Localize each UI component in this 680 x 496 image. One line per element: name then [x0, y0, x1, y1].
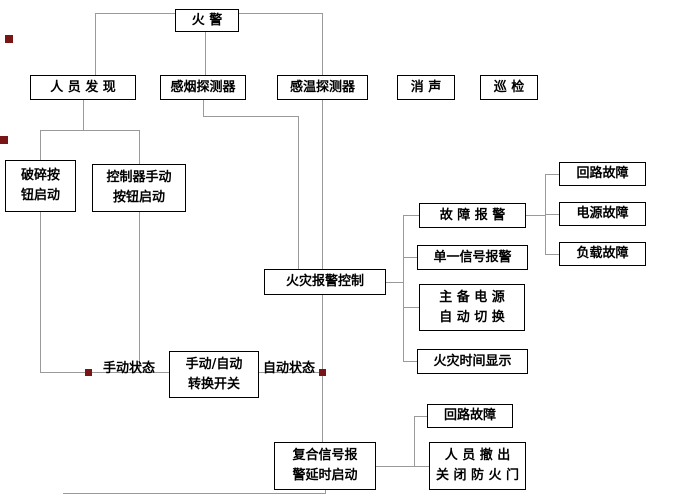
manual-auto-switch-box[interactable]: 手动/自动转换开关 [169, 351, 259, 398]
fault-alarm-box[interactable]: 故 障 报 警 [419, 203, 526, 228]
controller-manual-start-label: 控制器手动 [106, 170, 172, 185]
connector-line [325, 490, 326, 494]
personnel-discovery-box[interactable]: 人 员 发 现 [30, 75, 136, 100]
main-backup-power-switch-box[interactable]: 主 备 电 源自 动 切 换 [419, 284, 525, 331]
connector-line [40, 372, 169, 373]
power-fault-box[interactable]: 电源故障 [559, 202, 646, 226]
smoke-detector-label: 感烟探测器 [170, 79, 236, 95]
fire-alarm-box[interactable]: 火 警 [175, 9, 239, 32]
connector-line [40, 130, 139, 131]
single-signal-alarm-box[interactable]: 单一信号报警 [417, 245, 528, 270]
mute-box[interactable]: 消 声 [397, 75, 455, 100]
connector-line [203, 100, 204, 116]
composite-delayed-start-label: 复合信号报 [292, 448, 358, 463]
connector-node [319, 369, 326, 376]
main-backup-power-switch-label: 自 动 切 换 [439, 309, 505, 325]
fire-alarm-label: 火 警 [191, 12, 223, 28]
power-fault-label: 电源故障 [576, 206, 629, 221]
personnel-evacuate-label: 关 闭 防 火 门 [435, 468, 520, 483]
connector-line [322, 13, 323, 75]
connector-line [403, 215, 404, 361]
break-button-start-box[interactable]: 破碎按钮启动 [5, 160, 76, 212]
connector-line [322, 100, 323, 269]
connector-line [95, 13, 96, 75]
load-fault-box[interactable]: 负载故障 [559, 242, 646, 266]
connector-line [205, 32, 206, 75]
connector-node [5, 35, 13, 43]
connector-line [203, 116, 298, 117]
personnel-evacuate-box[interactable]: 人 员 撤 出关 闭 防 火 门 [429, 442, 526, 490]
connector-line [298, 116, 299, 269]
connector-line [376, 466, 414, 467]
connector-line [545, 214, 559, 215]
connector-line [259, 372, 322, 373]
heat-detector-label: 感温探测器 [289, 79, 355, 95]
connector-line [139, 130, 140, 164]
connector-line [40, 212, 41, 372]
patrol-inspection-box[interactable]: 巡 检 [480, 75, 538, 100]
connector-line [83, 100, 84, 130]
fire-alarm-control-label: 火灾报警控制 [285, 274, 364, 289]
connector-node [85, 369, 92, 376]
load-fault-label: 负载故障 [576, 246, 629, 261]
connector-line [63, 493, 325, 494]
connector-line [403, 307, 419, 308]
fire-alarm-control-box[interactable]: 火灾报警控制 [264, 269, 386, 295]
personnel-evacuate-label: 人 员 撤 出 [444, 448, 511, 463]
connector-line [386, 282, 403, 283]
connector-line [403, 361, 417, 362]
fault-alarm-label: 故 障 报 警 [439, 207, 506, 223]
smoke-detector-box[interactable]: 感烟探测器 [160, 75, 246, 100]
connector-line [95, 13, 175, 14]
break-button-start-label: 钮启动 [20, 188, 60, 203]
composite-delayed-start-label: 警延时启动 [292, 468, 358, 483]
single-signal-alarm-label: 单一信号报警 [433, 249, 512, 265]
manual-auto-switch-label: 转换开关 [187, 376, 240, 392]
connector-line [239, 13, 322, 14]
connector-line [545, 174, 559, 175]
main-backup-power-switch-label: 主 备 电 源 [439, 289, 505, 305]
connector-line [414, 416, 427, 417]
loop-fault-bottom-label: 回路故障 [443, 408, 496, 423]
fire-time-display-label: 火灾时间显示 [433, 353, 512, 369]
controller-manual-start-label: 按钮启动 [112, 190, 165, 205]
connector-node [0, 136, 8, 144]
composite-delayed-start-box[interactable]: 复合信号报警延时启动 [274, 442, 376, 490]
loop-fault-bottom-box[interactable]: 回路故障 [427, 404, 513, 428]
fire-time-display-box[interactable]: 火灾时间显示 [417, 349, 528, 374]
heat-detector-box[interactable]: 感温探测器 [277, 75, 368, 100]
controller-manual-start-box[interactable]: 控制器手动按钮启动 [92, 164, 186, 212]
manual-auto-switch-label: 手动/自动 [185, 356, 243, 372]
auto-state-label: 自动状态 [263, 361, 316, 376]
loop-fault-top-label: 回路故障 [576, 166, 629, 181]
connector-line [403, 215, 419, 216]
connector-line [322, 295, 323, 442]
mute-label: 消 声 [410, 79, 442, 95]
manual-state-label: 手动状态 [103, 361, 156, 376]
connector-line [526, 215, 545, 216]
connector-line [40, 130, 41, 160]
personnel-discovery-label: 人 员 发 现 [50, 79, 116, 95]
loop-fault-top-box[interactable]: 回路故障 [559, 162, 646, 186]
connector-line [403, 257, 417, 258]
connector-line [545, 254, 559, 255]
patrol-inspection-label: 巡 检 [493, 79, 525, 95]
break-button-start-label: 破碎按 [20, 168, 60, 183]
connector-line [139, 212, 140, 372]
connector-line [414, 416, 415, 466]
connector-line [414, 466, 429, 467]
